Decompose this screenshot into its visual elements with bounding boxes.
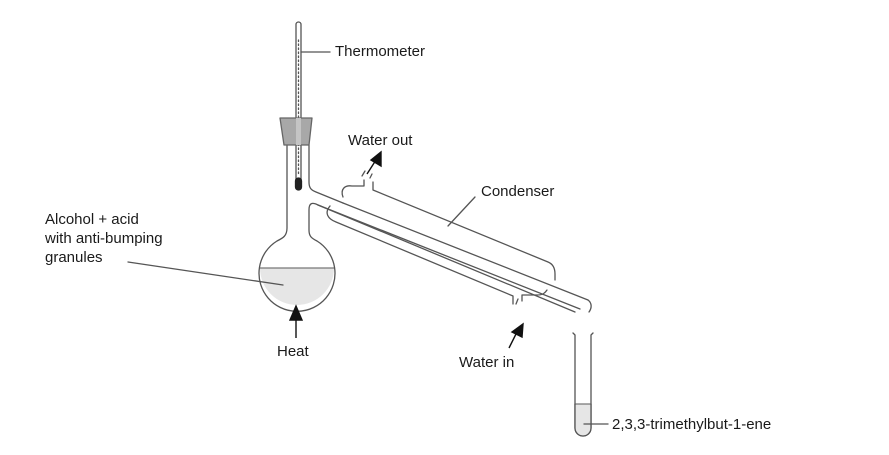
water-out-label: Water out [348, 132, 413, 149]
water-jacket-lower [326, 205, 514, 305]
water-in-label: Water in [459, 354, 515, 371]
heat-label: Heat [277, 343, 309, 360]
flask-leader [127, 261, 284, 286]
condenser-leader [447, 196, 476, 227]
round-bottom-flask [258, 144, 581, 312]
thermometer-label: Thermometer [335, 43, 426, 60]
thermometer-bulb [294, 177, 303, 191]
condenser-label: Condenser [481, 183, 555, 200]
still-head-upper [308, 144, 344, 204]
water-in-arrow [508, 331, 518, 349]
condenser-inner-upper [342, 202, 589, 301]
water-jacket-upper [341, 179, 365, 198]
flask-contents-label-3: granules [45, 249, 103, 266]
flask-contents-label-2: with anti-bumping [45, 230, 163, 247]
flask-contents-label-1: Alcohol + acid [45, 211, 139, 228]
condenser-inner-lower [317, 204, 576, 313]
test-tube-liquid [575, 404, 591, 436]
product-label: 2,3,3-trimethylbut-1-ene [612, 416, 772, 433]
